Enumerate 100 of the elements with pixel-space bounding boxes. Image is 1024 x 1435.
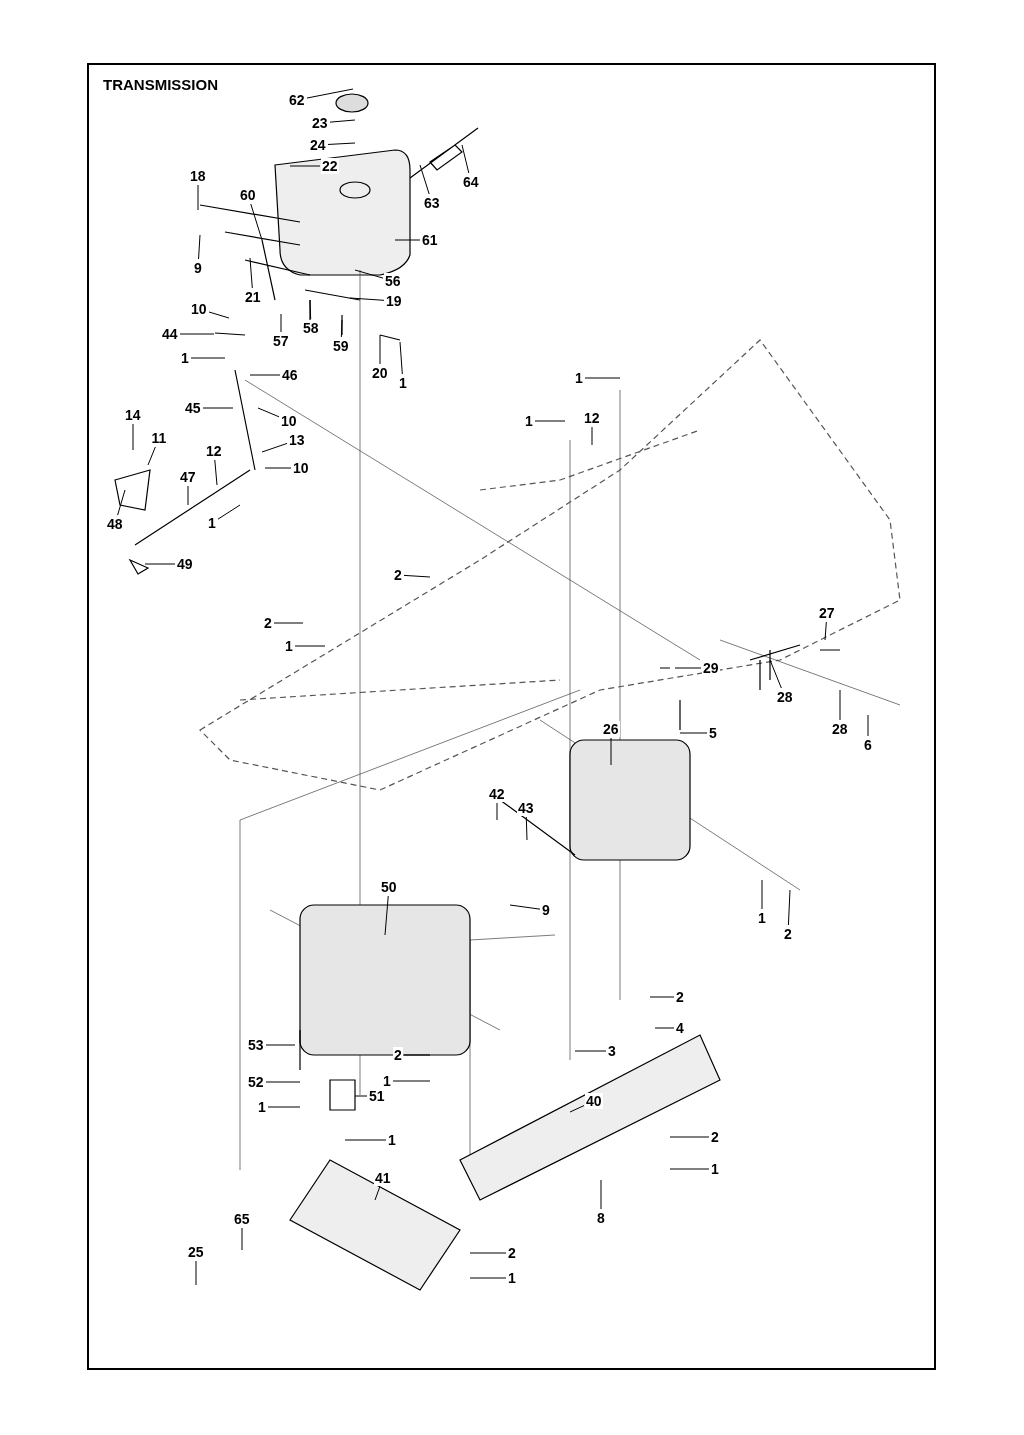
leader-line — [591, 426, 593, 446]
leader-line — [761, 879, 763, 910]
callout-number: 8 — [596, 1210, 606, 1226]
leader-line — [179, 333, 215, 335]
leader-line — [214, 459, 218, 486]
leader-line — [354, 1095, 368, 1097]
callout-number: 2 — [393, 567, 403, 583]
leader-line — [610, 737, 612, 766]
leader-line — [509, 904, 541, 910]
callout-number: 60 — [239, 187, 257, 203]
leader-line — [394, 239, 421, 241]
callout-number: 9 — [541, 902, 551, 918]
callout-number: 1 — [257, 1099, 267, 1115]
leader-line — [403, 574, 431, 578]
leader-line — [329, 119, 356, 123]
callout-number: 49 — [176, 556, 194, 572]
leader-line — [399, 341, 403, 375]
leader-line — [190, 357, 226, 359]
leader-line — [392, 1080, 431, 1082]
leader-line — [289, 165, 321, 167]
leader-line — [327, 142, 356, 145]
leader-line — [132, 423, 134, 451]
callout-number: 61 — [421, 232, 439, 248]
callout-number: 10 — [292, 460, 310, 476]
callout-number: 25 — [187, 1244, 205, 1260]
leader-line — [197, 184, 199, 211]
callout-number: 14 — [124, 407, 142, 423]
callout-number: 13 — [288, 432, 306, 448]
leader-line — [309, 299, 312, 320]
callout-number: 65 — [233, 1211, 251, 1227]
leader-line — [249, 257, 253, 289]
callout-number: 1 — [574, 370, 584, 386]
callout-number: 5 — [708, 725, 718, 741]
leader-line — [202, 407, 234, 409]
callout-number: 4 — [675, 1020, 685, 1036]
leader-line — [384, 895, 389, 936]
leader-line — [294, 645, 326, 647]
callout-number: 12 — [583, 410, 601, 426]
leader-line — [419, 164, 430, 195]
leader-line — [340, 319, 343, 338]
callout-number: 52 — [247, 1074, 265, 1090]
callout-number: 59 — [332, 338, 350, 354]
callout-number: 2 — [263, 615, 273, 631]
leader-line — [469, 1277, 507, 1279]
leader-line — [574, 1050, 607, 1052]
leader-line — [208, 311, 230, 319]
leader-line — [187, 485, 189, 506]
leader-line — [867, 714, 869, 737]
callout-number: 56 — [384, 273, 402, 289]
callout-number: 1 — [507, 1270, 517, 1286]
callout-number: 21 — [244, 289, 262, 305]
leader-line — [250, 203, 263, 241]
leader-line — [195, 1260, 197, 1286]
leader-line — [264, 467, 292, 469]
callout-number: 1 — [524, 413, 534, 429]
callout-number: 43 — [517, 800, 535, 816]
leader-line — [265, 1081, 301, 1083]
callout-number: 27 — [818, 605, 836, 621]
callout-number: 24 — [309, 137, 327, 153]
leader-line — [257, 407, 280, 418]
leader-line — [379, 334, 381, 365]
callout-number: 12 — [205, 443, 223, 459]
leader-line — [280, 313, 282, 333]
callout-number: 51 — [368, 1088, 386, 1104]
callout-number: 2 — [710, 1129, 720, 1145]
callout-number: 46 — [281, 367, 299, 383]
leader-line — [217, 504, 241, 520]
callout-number: 23 — [311, 115, 329, 131]
callout-number: 57 — [272, 333, 290, 349]
callout-number: 26 — [602, 721, 620, 737]
callout-number: 29 — [702, 660, 720, 676]
callout-number: 1 — [284, 638, 294, 654]
callout-number: 1 — [398, 375, 408, 391]
leader-line — [584, 377, 621, 379]
leader-line — [273, 622, 304, 624]
leader-line — [354, 269, 384, 279]
callout-number: 44 — [161, 326, 179, 342]
leader-line — [147, 446, 156, 466]
callout-number: 6 — [863, 737, 873, 753]
diagram-title: TRANSMISSION — [103, 76, 218, 93]
leader-line — [374, 1186, 381, 1201]
callout-number: 1 — [207, 515, 217, 531]
callout-number: 63 — [423, 195, 441, 211]
leader-line — [349, 297, 385, 301]
callout-number: 58 — [302, 320, 320, 336]
leader-line — [344, 1139, 387, 1141]
callout-number: 50 — [380, 879, 398, 895]
callout-number: 1 — [180, 350, 190, 366]
callout-number: 64 — [462, 174, 480, 190]
callout-number: 53 — [247, 1037, 265, 1053]
leader-line — [649, 996, 675, 998]
leader-line — [403, 1054, 431, 1056]
callout-number: 22 — [321, 158, 339, 174]
leader-line — [261, 442, 288, 453]
callout-number: 41 — [374, 1170, 392, 1186]
leader-line — [534, 420, 566, 422]
leader-line — [461, 144, 470, 174]
leader-line — [241, 1227, 243, 1251]
leader-line — [669, 1168, 710, 1170]
leader-line — [144, 563, 176, 565]
